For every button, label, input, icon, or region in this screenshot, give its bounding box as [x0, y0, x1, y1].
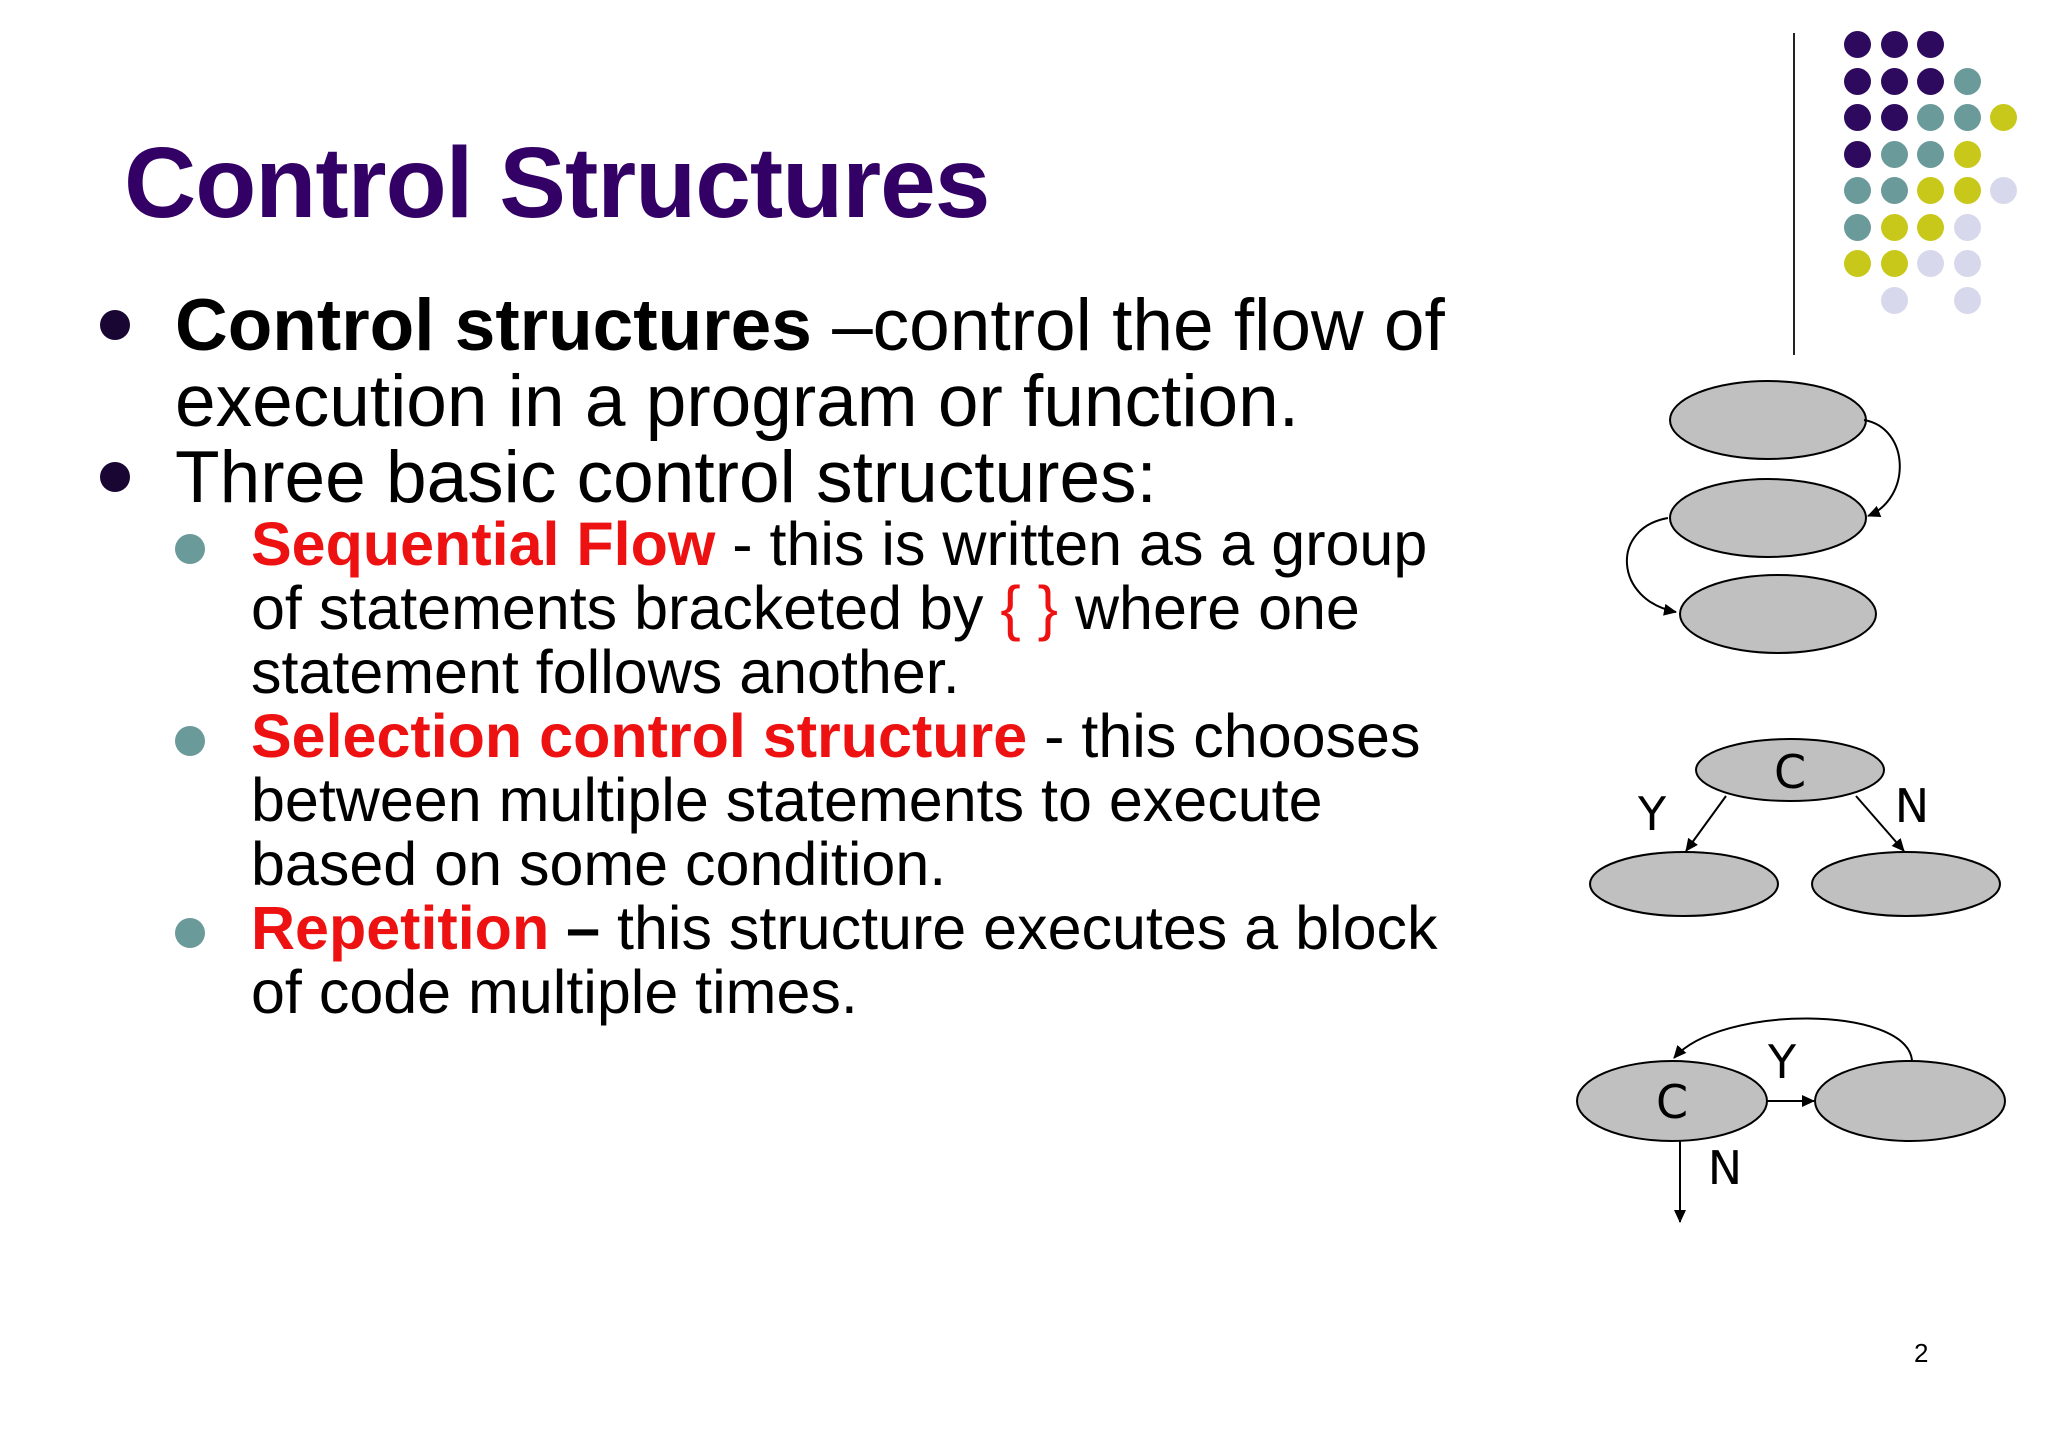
sub-bullet-term: Selection control structure [251, 702, 1028, 770]
sub-bullet-line: Selection control structure - this choos… [251, 704, 1421, 768]
decorative-dot [1844, 31, 1871, 58]
selection-yes-label: Y [1637, 787, 1667, 841]
decorative-dot [1917, 104, 1944, 131]
bullet-text: Three basic control structures: [175, 437, 1157, 518]
sequence-arrow-1 [1863, 419, 1901, 517]
bullet-line: Control structures –control the flow of [175, 288, 1445, 364]
sequence-arrow-2 [1626, 517, 1677, 616]
decorative-dot [1844, 250, 1871, 277]
selection-condition-node [1695, 738, 1885, 802]
sub-bullet-text: of code multiple times. [251, 958, 858, 1026]
bullet-dot [100, 310, 130, 340]
sub-bullet-dash: – [549, 894, 601, 962]
repetition-diagram: C Y N [1576, 1017, 2006, 1223]
decorative-dot [1917, 67, 1944, 95]
sequence-node-3 [1679, 574, 1877, 654]
sub-bullet-line: of statements bracketed by { } where one [251, 576, 1360, 640]
sub-bullet-text: where one [1058, 574, 1360, 642]
decorative-dot [1844, 67, 1871, 95]
repetition-no-label: N [1708, 1141, 1742, 1195]
bullet-dot [175, 726, 205, 756]
decorative-dot [1917, 31, 1944, 58]
decorative-dot [1844, 104, 1871, 131]
sub-bullet-text: this structure executes a block [600, 894, 1438, 962]
selection-yes-node [1589, 851, 1779, 917]
bullet-dot [175, 918, 205, 948]
sub-bullet-line: Sequential Flow - this is written as a g… [251, 512, 1427, 576]
sub-bullet-text: between multiple statements to execute [251, 766, 1323, 834]
decorative-dot [1953, 67, 1981, 95]
selection-condition-label: C [1774, 745, 1806, 799]
repetition-body-node [1814, 1060, 2006, 1142]
decorative-dot [1880, 250, 1908, 277]
decorative-dot [1880, 213, 1908, 241]
selection-no-node [1811, 851, 2001, 917]
bullet-dot [175, 534, 205, 564]
decorative-dot [1917, 250, 1944, 277]
decorative-divider [1793, 33, 1795, 355]
sequence-node-2 [1669, 478, 1867, 558]
selection-diagram: C Y N [1589, 738, 2001, 917]
decorative-dot [1880, 286, 1908, 314]
decorative-dot [1990, 104, 2017, 131]
decorative-dot [1953, 250, 1981, 277]
repetition-loop-arrow [1673, 1017, 1913, 1061]
sub-bullet-term: Sequential Flow [251, 510, 716, 578]
decorative-dot [1953, 213, 1981, 241]
sub-bullet-line: Repetition – this structure executes a b… [251, 896, 1438, 960]
decorative-dot [1880, 67, 1908, 95]
decorative-dot [1844, 177, 1871, 204]
repetition-condition-label: C [1656, 1075, 1688, 1129]
decorative-dot [1844, 213, 1871, 241]
sub-bullet-text: - this chooses [1027, 702, 1421, 770]
sub-bullet-text: statement follows another. [251, 638, 960, 706]
decorative-dot [1990, 177, 2017, 204]
selection-no-arrow [1855, 795, 1905, 852]
decorative-dot [1880, 104, 1908, 131]
selection-no-label: N [1895, 779, 1929, 833]
decorative-dot [1844, 140, 1871, 168]
decorative-dot [1917, 213, 1944, 241]
decorative-dot [1880, 177, 1908, 204]
decorative-dot [1953, 140, 1981, 168]
sub-bullet-text: based on some condition. [251, 830, 947, 898]
page-number: 2 [1914, 1338, 1929, 1368]
sequential-diagram [1626, 380, 1901, 654]
decorative-dot [1953, 104, 1981, 131]
decorative-dot [1953, 177, 1981, 204]
decorative-dot [1953, 286, 1981, 314]
braces-text: { } [1000, 574, 1059, 642]
sequence-node-1 [1669, 380, 1867, 460]
sub-bullet-term: Repetition [251, 894, 550, 962]
decorative-dot [1880, 140, 1908, 168]
decorative-dot [1880, 31, 1908, 58]
sub-bullet-text: of statements bracketed by [251, 574, 1001, 642]
selection-yes-arrow [1685, 795, 1727, 852]
decorative-dot [1917, 140, 1944, 168]
bullet-text: execution in a program or function. [175, 361, 1300, 442]
bullet-dot [100, 462, 130, 492]
repetition-yes-label: Y [1767, 1035, 1797, 1089]
bullet-text: –control the flow of [811, 285, 1445, 366]
sub-bullet-text: - this is written as a group [715, 510, 1428, 578]
bullet-term: Control structures [175, 285, 812, 366]
slide-title: Control Structures [124, 127, 990, 239]
decorative-dot [1917, 177, 1944, 204]
